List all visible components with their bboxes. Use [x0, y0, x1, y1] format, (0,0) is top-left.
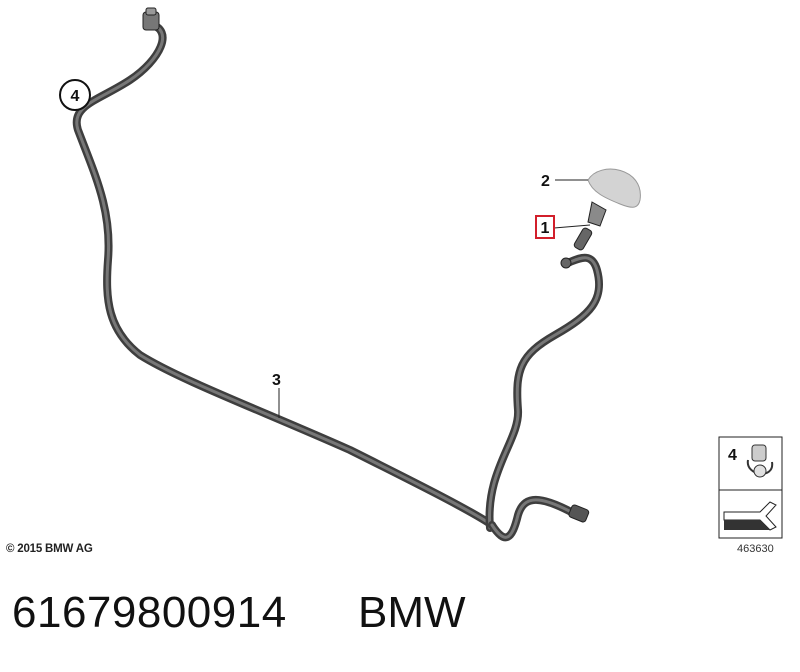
callout-1[interactable]: 1: [535, 215, 555, 239]
svg-text:2: 2: [541, 173, 550, 190]
diagram-reference-number: 463630: [737, 543, 774, 555]
washer-nozzle: [560, 201, 607, 269]
callout-4[interactable]: 4: [59, 79, 91, 111]
arrow-icon: [723, 501, 777, 531]
callout-2[interactable]: 2: [541, 173, 550, 190]
part-number: 61679800914: [12, 588, 287, 637]
nozzle-cover-cap: [587, 168, 641, 208]
clip-icon: [746, 444, 774, 478]
copyright-notice: © 2015 BMW AG: [6, 543, 93, 555]
svg-text:3: 3: [272, 372, 281, 389]
svg-text:1: 1: [541, 220, 550, 237]
callout-3[interactable]: 3: [272, 372, 281, 389]
svg-text:4: 4: [71, 88, 80, 105]
leader-line-1: [553, 224, 591, 229]
washer-hose: [72, 7, 604, 542]
legend-label: 4: [728, 447, 737, 464]
highlight-box: [535, 215, 555, 239]
legend-box: 4: [718, 436, 783, 539]
brand-name: BMW: [358, 588, 466, 637]
